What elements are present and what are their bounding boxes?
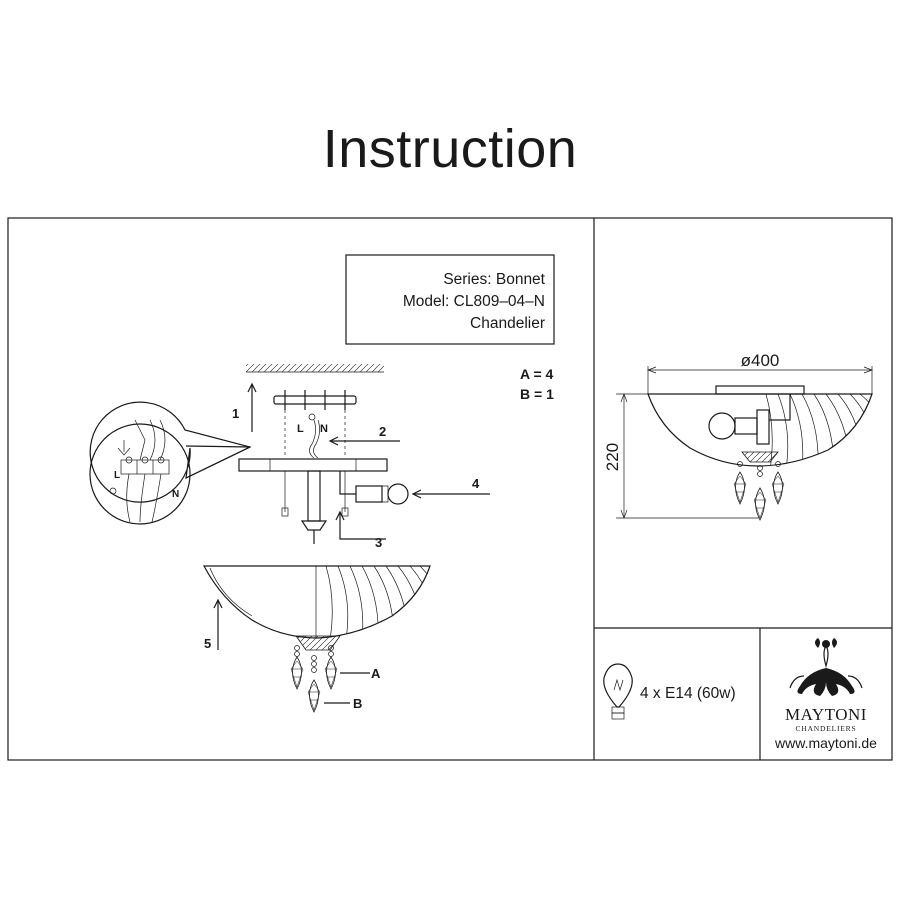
lamp-arm [339,471,409,505]
svg-text:5: 5 [204,636,211,651]
callout-1: 1 [232,382,257,432]
product-type-label: Chandelier [470,315,545,332]
wire-l-label: L [297,423,304,435]
terminal-l-label: L [114,470,120,481]
glass-bowl [203,565,431,651]
brand-block: MAYTONI CHANDELIERS www.maytoni.de [774,638,877,751]
info-box: Series: Bonnet Model: CL809–04–N Chandel… [345,254,555,345]
svg-text:2: 2 [379,424,386,439]
svg-text:1: 1 [232,406,239,421]
supply-wires: L N [297,413,328,459]
maytoni-logo-icon [789,638,863,696]
terminal-n-label: N [172,489,179,500]
svg-text:3: 3 [375,535,382,550]
pendant-b-label: B [353,696,362,711]
wire-n-label: N [320,423,328,435]
svg-text:4: 4 [472,476,480,491]
brand-name: MAYTONI [785,705,867,724]
pendant-b [307,679,321,713]
lightbulb-part-icon [387,483,409,505]
wiring-detail-bubble: L N [89,401,252,525]
series-label: Series: Bonnet [443,271,545,288]
callout-2: 2 [328,424,400,446]
ceiling-hatch [246,364,384,373]
brand-website: www.maytoni.de [774,735,877,751]
page-title: Instruction [322,119,578,179]
callout-5: 5 [204,598,223,651]
bulb-spec-text: 4 x E14 (60w) [640,685,736,702]
lightbulb-icon [603,663,633,720]
pendant-a-label: A [371,666,381,681]
part-b-count: B = 1 [520,386,554,402]
brand-subtitle: CHANDELIERS [796,724,857,733]
pendant-crystals: A B [290,645,381,713]
ground-icon [109,487,117,495]
bulb-spec: 4 x E14 (60w) [603,663,736,720]
callout-4: 4 [411,476,490,499]
height-dimension: 220 [603,443,622,471]
outer-frame [7,217,893,761]
pendant-a-right [324,656,338,690]
dimension-drawing: ø400 220 [603,351,873,521]
pendant-a-left [290,656,304,690]
mounting-bracket [273,390,357,456]
diameter-dimension: ø400 [741,351,780,370]
model-label: Model: CL809–04–N [403,293,545,310]
callout-3: 3 [335,510,386,550]
canopy-plate [238,458,388,544]
part-a-count: A = 4 [520,366,554,382]
